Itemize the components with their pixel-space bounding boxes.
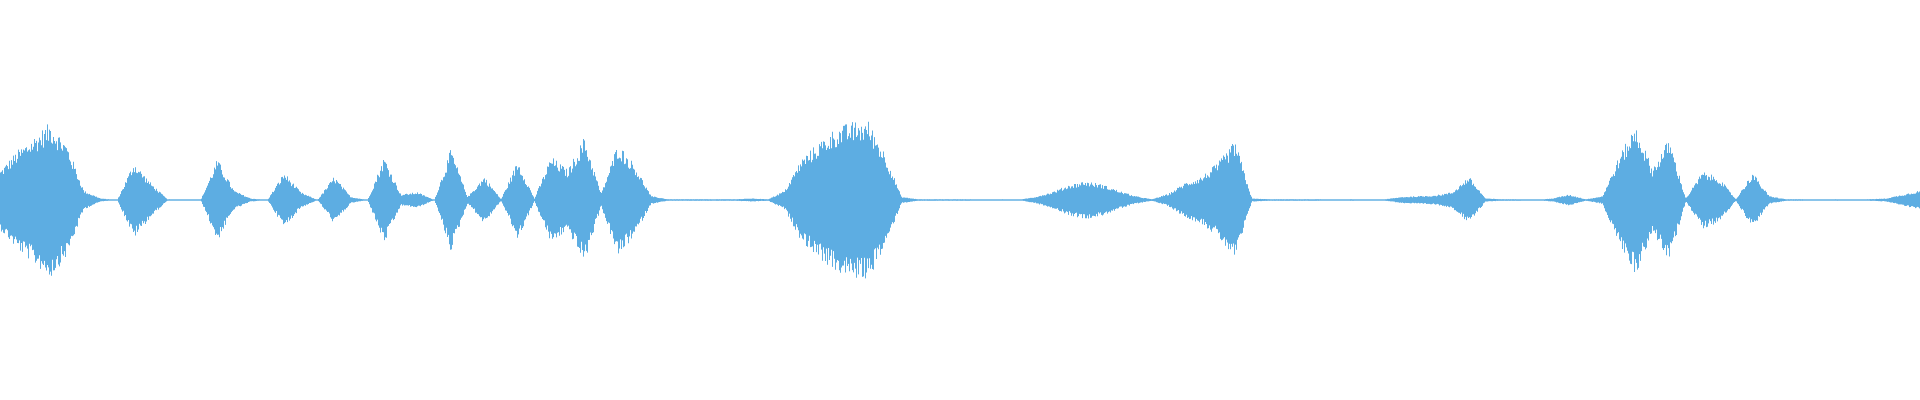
waveform-signal [0,121,1920,279]
